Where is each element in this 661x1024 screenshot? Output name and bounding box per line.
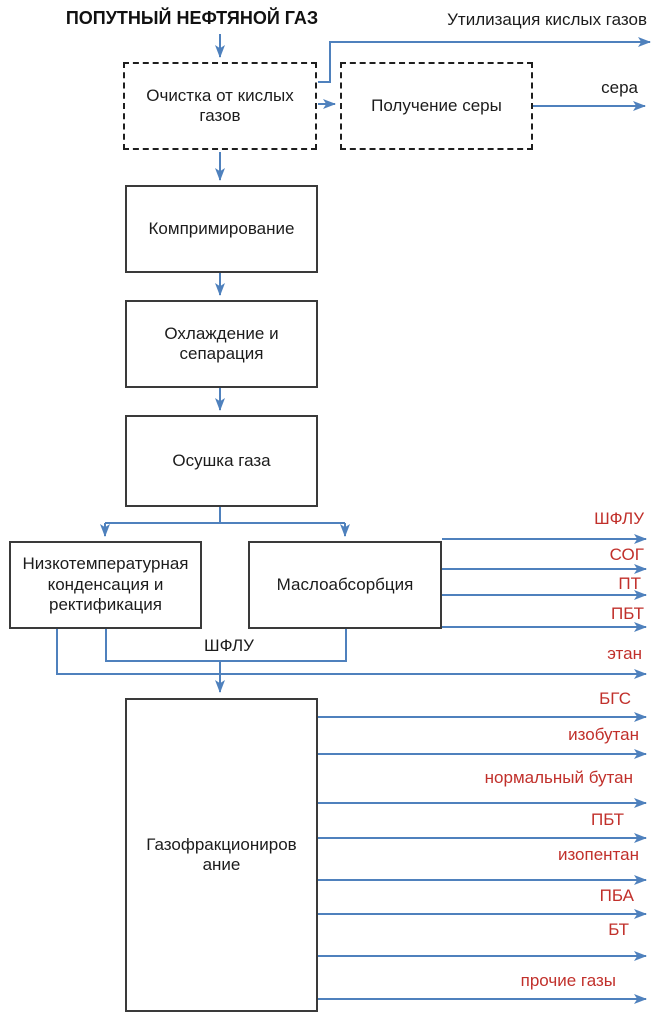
product-label-pba: ПБА [599,886,634,905]
stream-label-acid-gas-utilization: Утилизация кислых газов [447,10,647,29]
stream-label-sulfur: сера [601,78,638,97]
product-label-sog: СОГ [609,545,644,564]
product-label-isobutane: изобутан [568,725,639,744]
node-gas-fractionation: Газофракциониров ание [125,698,318,1012]
node-compression-label: Компримирование [148,218,295,238]
stream-label-shflu-junction: ШФЛУ [204,636,254,655]
edge-shflu-collector [105,629,347,662]
product-label-shflu: ШФЛУ [594,509,644,528]
node-sulfur-production-label: Получение серы [371,95,502,115]
product-label-isopentane: изопентан [557,845,639,864]
node-cooling-separation: Охлаждение и сепарация [125,300,318,388]
product-label-other-gases: прочие газы [520,971,616,990]
edge-acid-cleaning-to-utilization [318,37,651,83]
node-acid-cleaning-label: Очистка от кислых газов [146,85,294,125]
node-sulfur-production: Получение серы [340,62,533,150]
product-label-pbt: ПБТ [611,604,644,623]
product-label-pbt-2: ПБТ [591,810,624,829]
node-low-temp-condensation-label: Низкотемпературная конденсация и ректифи… [22,554,189,615]
node-low-temp-condensation: Низкотемпературная конденсация и ректифи… [9,541,202,629]
product-label-ethane: этан [607,644,642,663]
product-label-bgs: БГС [599,689,631,708]
node-oil-absorption: Маслоабсорбция [248,541,442,629]
node-acid-cleaning: Очистка от кислых газов [123,62,317,150]
edge-drying-branch [105,507,345,524]
product-label-bt: БТ [608,920,629,939]
edge-ltc-out-ethane [56,629,647,679]
node-cooling-separation-label: Охлаждение и сепарация [164,323,279,363]
diagram-title: ПОПУТНЫЙ НЕФТЯНОЙ ГАЗ [65,8,319,28]
node-compression: Компримирование [125,185,318,273]
node-gas-drying-label: Осушка газа [172,450,271,470]
product-label-pt: ПТ [618,574,641,593]
node-oil-absorption-label: Маслоабсорбция [276,574,414,594]
product-label-normal-butane: нормальный бутан [484,768,633,787]
node-gas-fractionation-label: Газофракциониров ание [146,834,297,874]
node-gas-drying: Осушка газа [125,415,318,507]
